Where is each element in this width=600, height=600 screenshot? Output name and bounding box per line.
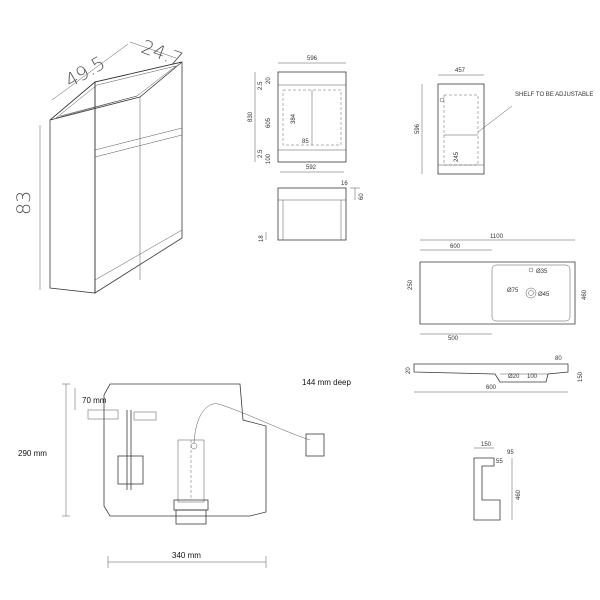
basin-bottom-dim-label: 500 bbox=[448, 336, 459, 342]
basin-overall-label: 1100 bbox=[490, 234, 504, 240]
plan-view: 16 60 18 bbox=[259, 181, 365, 242]
front-top-gap-label: 20 bbox=[266, 77, 272, 84]
cistern-height-label: 290 mm bbox=[18, 449, 47, 458]
side-height-label: 596 bbox=[415, 123, 421, 134]
front-door-height-label: 605 bbox=[266, 117, 272, 128]
section-top-a-label: 150 bbox=[481, 442, 492, 448]
basin-depth-left-label: 250 bbox=[408, 279, 414, 290]
front-plinth-label: 100 bbox=[266, 153, 272, 164]
plan-base-label: 18 bbox=[259, 235, 265, 242]
cabinet-depth-label: 24.7 bbox=[138, 36, 185, 71]
basin-top-view: 1100 600 250 460 Ø35 Ø75 Ø45 500 bbox=[408, 234, 588, 342]
basin-waste-inner-label: Ø45 bbox=[538, 292, 550, 298]
front-top-rail-label: 2.5 bbox=[258, 81, 264, 90]
cistern-body bbox=[103, 383, 267, 517]
profile-left-height-label: 20 bbox=[406, 367, 412, 374]
basin-depth-right-label: 460 bbox=[582, 289, 588, 300]
basin-waste-outer-label: Ø75 bbox=[507, 288, 519, 294]
basin-profile-view: 600 20 80 150 Ø20 100 bbox=[406, 356, 584, 393]
cistern-depth-note: 144 mm deep bbox=[302, 378, 351, 387]
basin-bowl-offset-label: 600 bbox=[450, 244, 461, 250]
plan-side-b-label: 60 bbox=[359, 193, 365, 200]
basin-section-view: 150 95 55 460 bbox=[473, 442, 522, 521]
concealed-cistern-view: 290 mm 70 mm 340 mm 144 mm deep bbox=[18, 378, 351, 568]
profile-right-a-label: 80 bbox=[555, 356, 562, 362]
side-shelf-label: 245 bbox=[454, 151, 460, 162]
shelf-adjustable-note: SHELF TO BE ADJUSTABLE bbox=[515, 92, 593, 98]
cistern-offset-label: 70 mm bbox=[82, 396, 107, 405]
plan-side-a-label: 16 bbox=[341, 181, 348, 187]
profile-bowl-a-label: Ø20 bbox=[508, 374, 520, 380]
front-shelf-height-label: 384 bbox=[291, 113, 297, 124]
front-height-label: 830 bbox=[248, 111, 254, 122]
cabinet-height-label: 83 bbox=[13, 191, 35, 215]
side-elevation-view: 457 596 245 SHELF TO BE ADJUSTABLE bbox=[415, 68, 593, 175]
cistern-width-label: 340 mm bbox=[172, 551, 201, 560]
cabinet-side-face bbox=[94, 61, 183, 294]
cabinet-width-label: 49.5 bbox=[62, 52, 110, 92]
section-top-b-label: 95 bbox=[507, 450, 514, 456]
front-inner-width-label: 592 bbox=[306, 165, 317, 171]
profile-bottom-label: 600 bbox=[486, 385, 497, 391]
front-side-small-label: 85 bbox=[302, 139, 309, 145]
section-mid-label: 55 bbox=[496, 459, 503, 465]
profile-right-b-label: 150 bbox=[578, 371, 584, 382]
side-depth-label: 457 bbox=[455, 68, 466, 74]
profile-bowl-b-label: 100 bbox=[527, 374, 538, 380]
front-bottom-rail-label: 2.5 bbox=[258, 149, 264, 158]
front-width-label: 596 bbox=[307, 56, 318, 62]
front-elevation-view: 596 592 830 20 2.5 605 384 85 2.5 100 bbox=[248, 56, 347, 173]
section-height-label: 460 bbox=[516, 489, 522, 500]
cabinet-3d-view: 49.5 24.7 83 bbox=[13, 36, 186, 294]
basin-tap-hole-label: Ø35 bbox=[536, 269, 548, 275]
